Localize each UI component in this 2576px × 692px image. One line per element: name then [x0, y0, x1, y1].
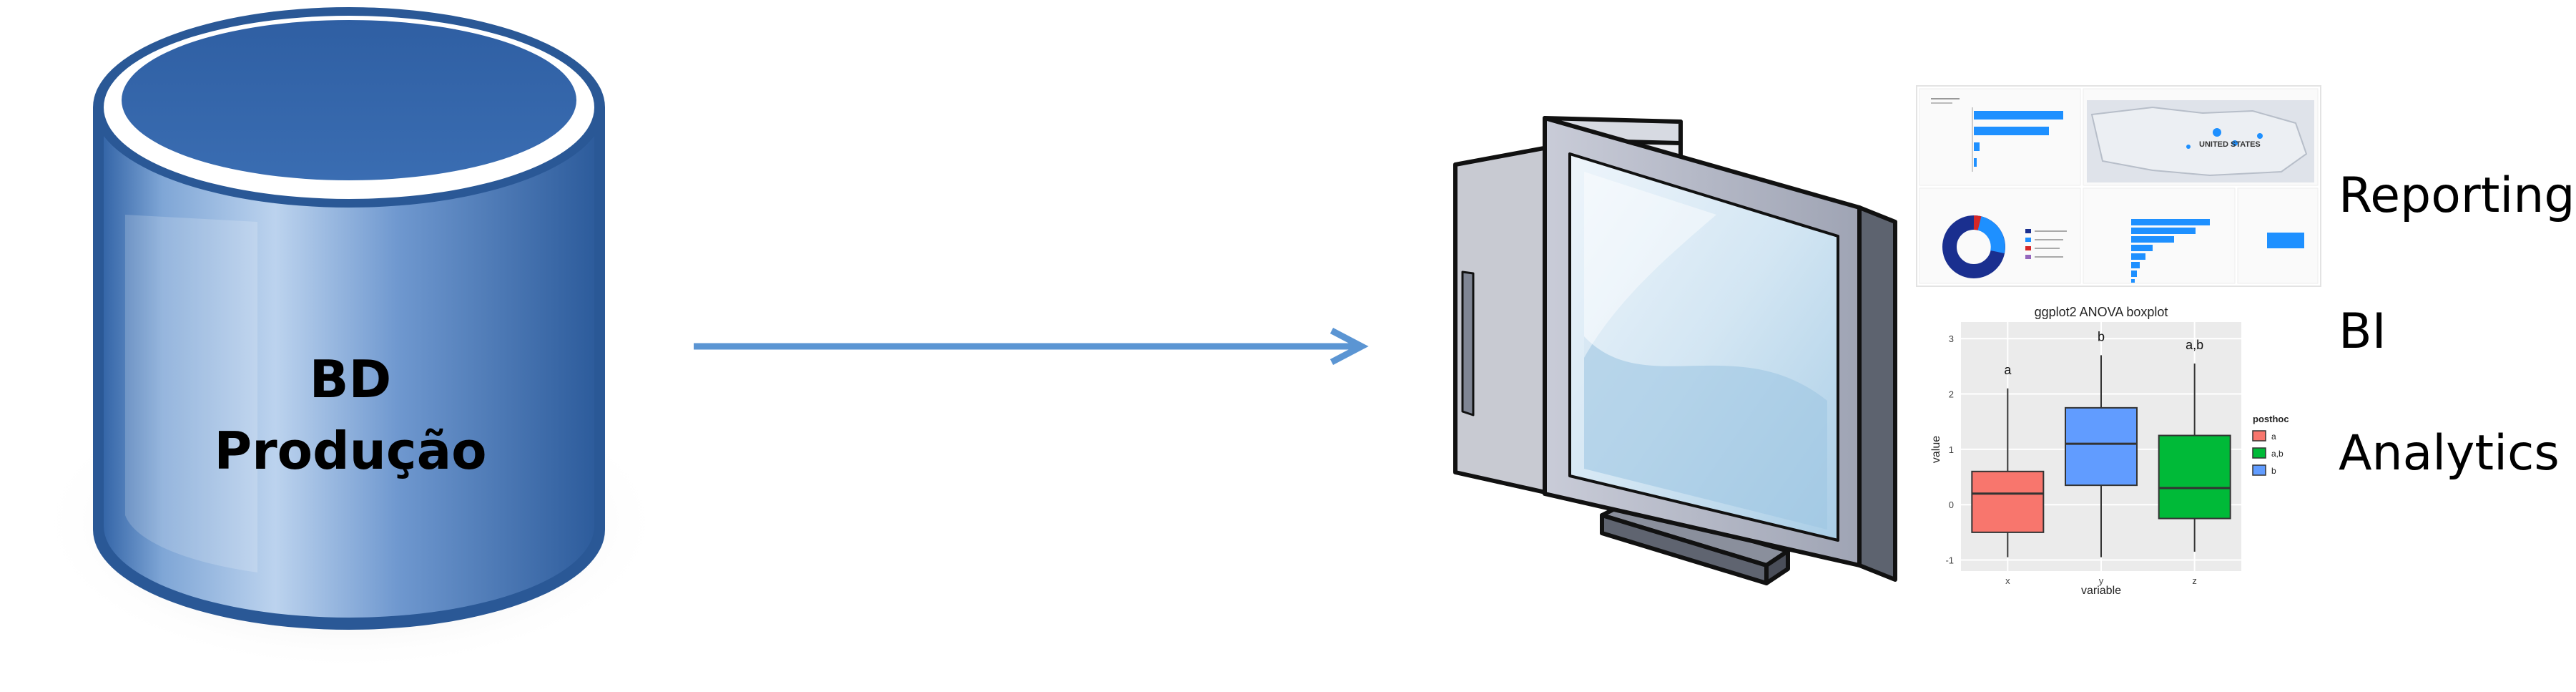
y-tick-label: 0: [1949, 499, 1954, 510]
legend-title: posthoc: [2253, 414, 2289, 424]
boxplot-chart: -1 0 1 2 3 x y z a b a,b ggplot2 ANOVA boxplot va…: [1930, 305, 2289, 597]
dashboard-bar: [1974, 158, 1977, 167]
legend-swatch: [2252, 430, 2266, 442]
y-tick-label: 1: [1949, 444, 1954, 455]
cylinder-highlight: [125, 215, 257, 572]
database-cylinder: [36, 7, 665, 673]
legend-label: a: [2271, 432, 2276, 442]
legend-swatch: [2252, 464, 2266, 476]
analytics-label: Analytics: [2339, 425, 2560, 482]
flow-arrow: [694, 328, 1369, 365]
dashboard-thumbnail: UNITED STATES: [1916, 85, 2321, 287]
dashboard-panel-hbars: [2083, 187, 2236, 284]
posthoc-letter: a: [2004, 363, 2012, 377]
x-tick-label: x: [2005, 575, 2010, 586]
dashboard-panel-bars: [1919, 88, 2081, 186]
database-label-line2: Produção: [214, 421, 487, 481]
y-tick-label: 3: [1949, 333, 1954, 344]
y-tick-label: 2: [1949, 389, 1954, 400]
box-z: [2158, 434, 2231, 520]
legend-label: b: [2271, 466, 2276, 476]
boxplot-y-label: value: [1930, 436, 1942, 463]
dashboard-panel-small: [2237, 187, 2319, 284]
cylinder-top-face: [122, 20, 576, 180]
arrow-head: [1329, 328, 1369, 365]
dashboard-panel-donut: [1919, 187, 2081, 284]
cylinder-body: [104, 107, 594, 618]
computer-icon: [1453, 116, 1897, 585]
database-label-line1: BD: [309, 349, 392, 409]
box-x: [1971, 470, 2045, 533]
posthoc-letter: a,b: [2186, 338, 2203, 352]
x-tick-label: z: [2192, 575, 2197, 586]
dashboard-bar: [1974, 142, 1980, 151]
y-tick-label: -1: [1945, 555, 1954, 566]
map-label: UNITED STATES: [2199, 140, 2261, 149]
legend-swatch: [2252, 447, 2266, 459]
box-y: [2065, 406, 2138, 487]
bi-label: BI: [2339, 303, 2386, 360]
reporting-label: Reporting: [2339, 167, 2575, 224]
dashboard-panel-map: UNITED STATES: [2083, 88, 2319, 186]
posthoc-letter: b: [2098, 329, 2105, 343]
x-tick-label: y: [2099, 575, 2104, 586]
dashboard-bar: [1974, 127, 2049, 135]
boxplot-x-label: variable: [2081, 585, 2121, 597]
boxplot-legend: posthoc a a,b b: [2252, 414, 2289, 476]
legend-label: a,b: [2271, 449, 2284, 459]
dashboard-bar: [1974, 111, 2063, 120]
boxplot-title: ggplot2 ANOVA boxplot: [2035, 305, 2168, 319]
